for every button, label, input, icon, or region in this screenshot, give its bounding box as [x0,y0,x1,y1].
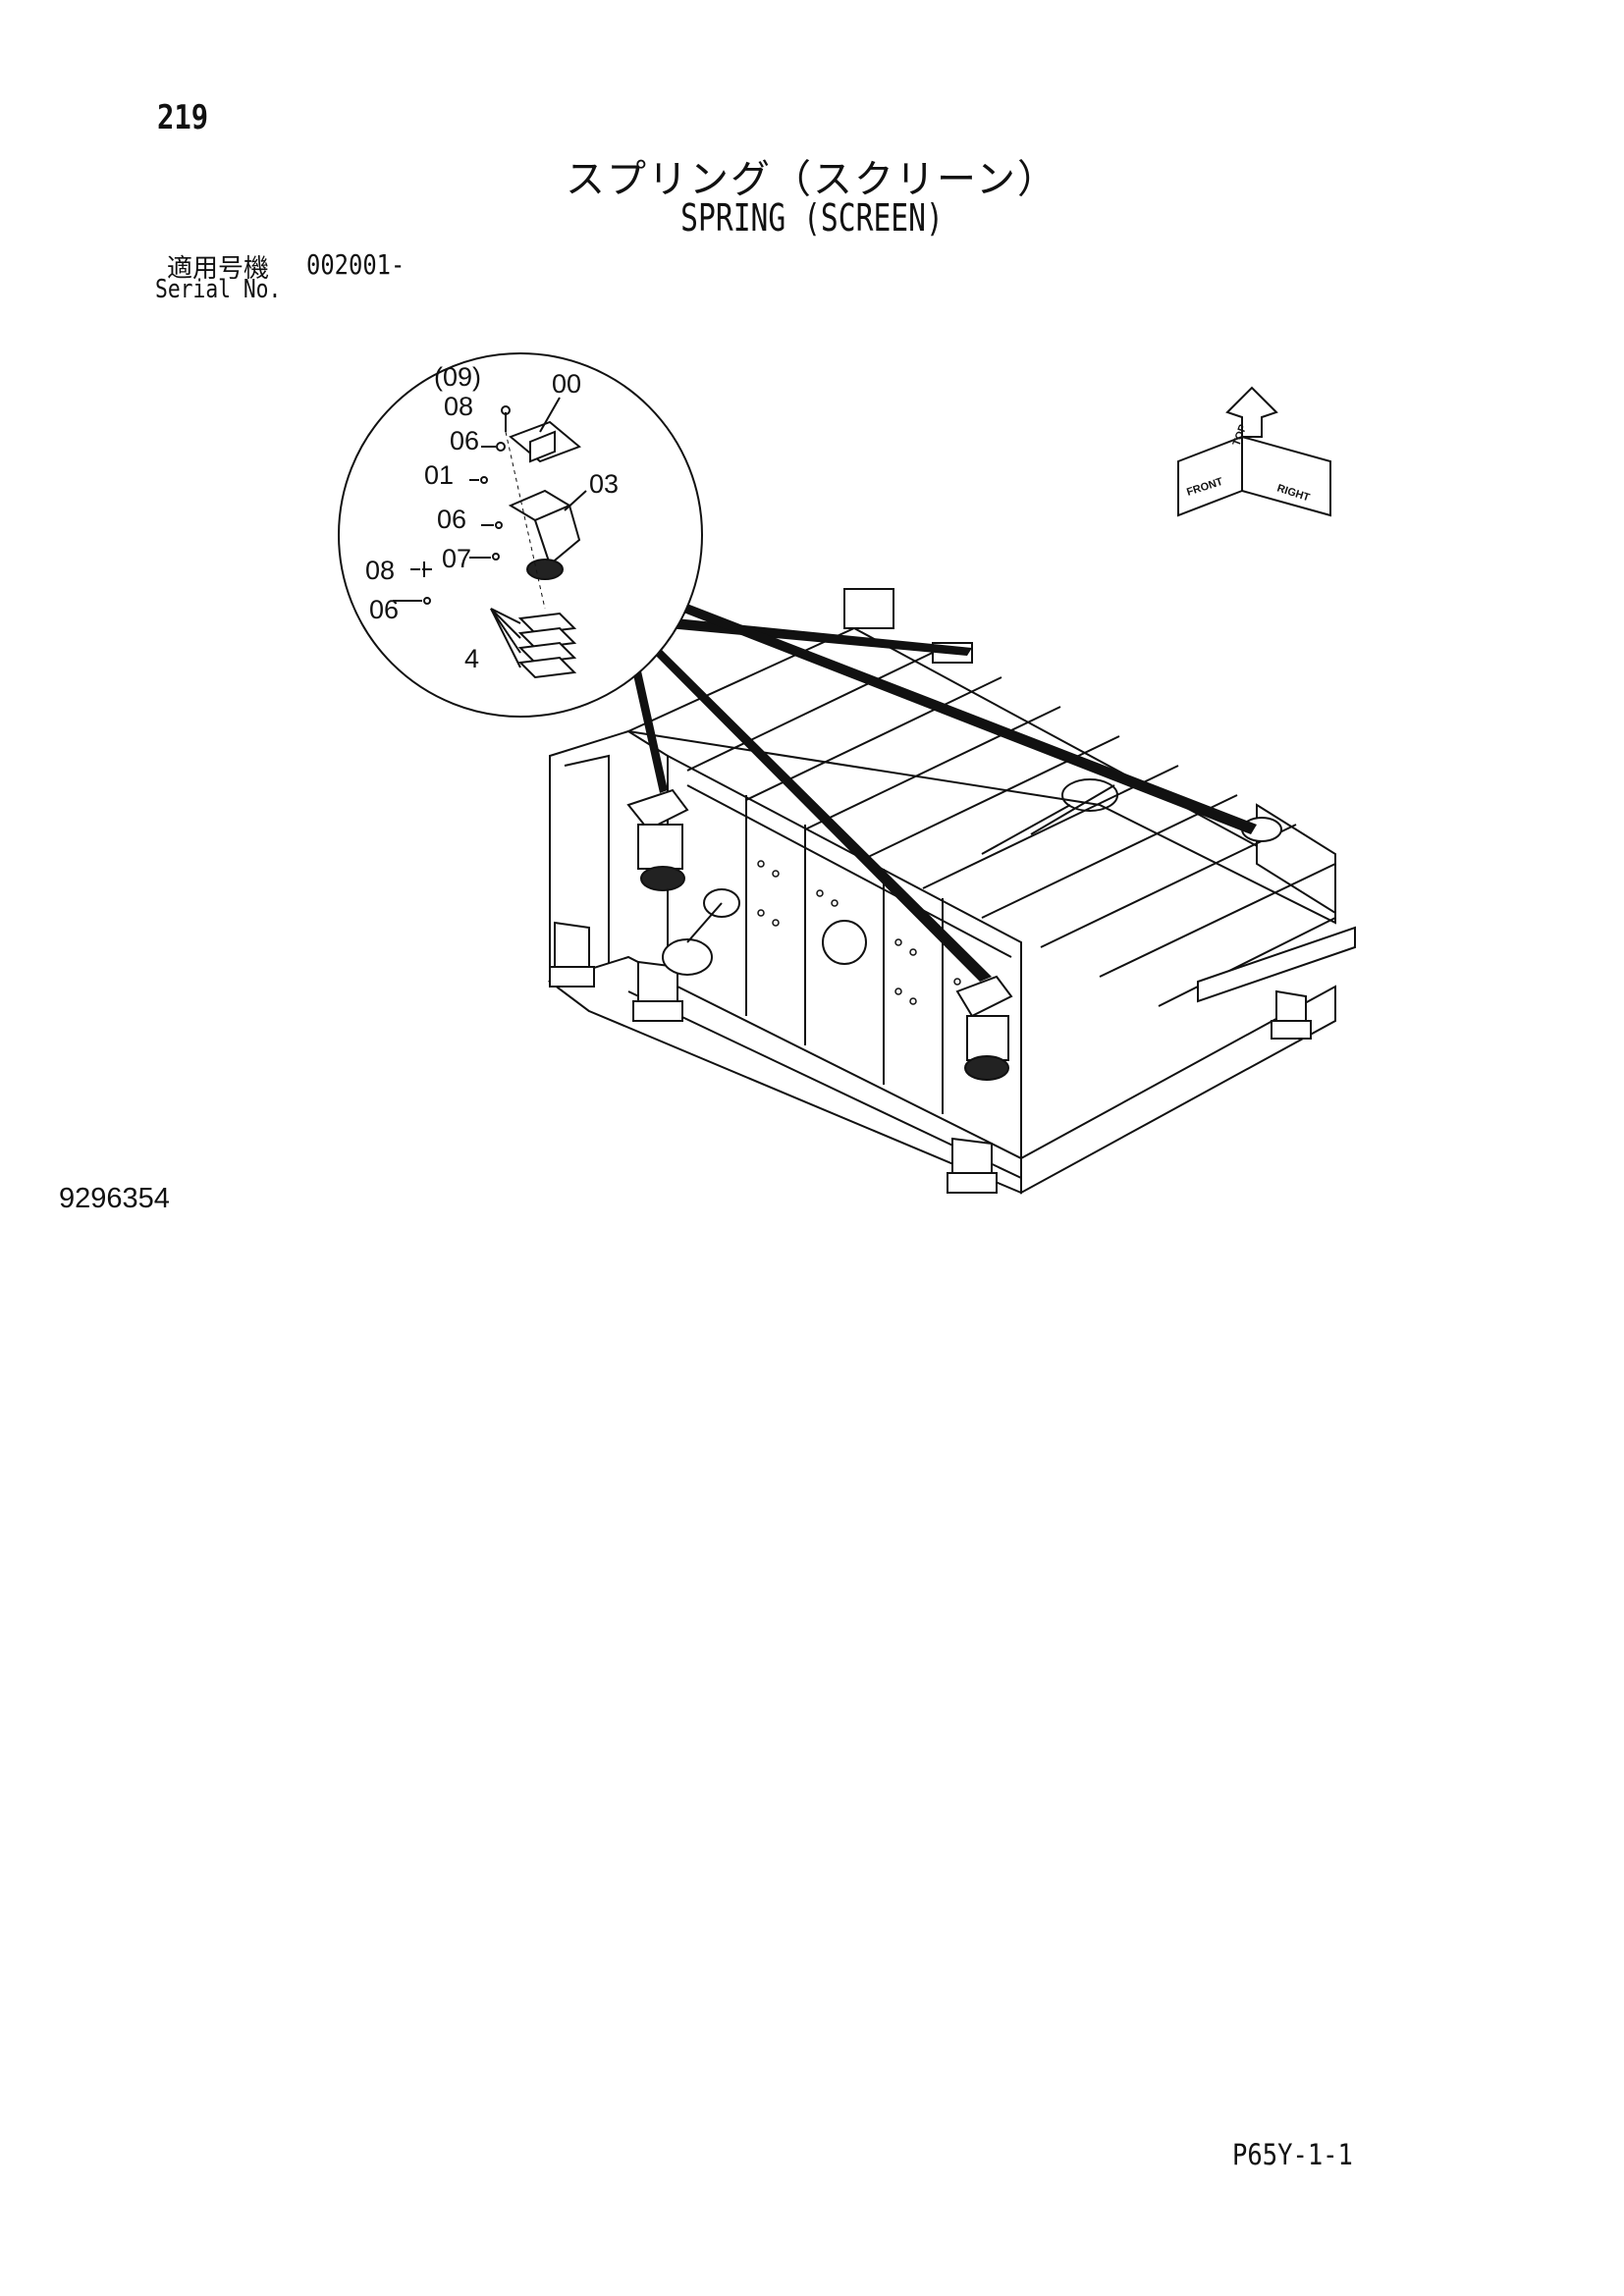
callout-label: 06 [369,595,399,624]
callout-label: 03 [589,469,619,499]
page-title-english: SPRING (SCREEN) [680,196,944,240]
callout-label: (09) [434,362,481,392]
callout-label: 01 [424,460,454,490]
page-code: P65Y-1-1 [1232,2138,1353,2171]
callout-label: 08 [444,392,473,421]
orientation-cube-icon [1177,386,1331,517]
detail-leader-lines [628,601,1257,982]
detail-circle [338,352,703,718]
callout-label: 06 [437,505,466,534]
callout-labels: (09) 00 08 06 01 03 06 07 08 06 4 [365,362,619,673]
callout-label: 06 [450,426,479,455]
callout-label: 00 [552,369,581,399]
serial-label-japanese: 適用号機 [167,254,270,284]
callout-label: 4 [464,644,479,673]
callout-label: 07 [442,544,471,573]
page-title-japanese: スプリング（スクリーン） [566,157,1058,202]
spring-assembly-right [955,975,1013,1081]
spring-assembly-left [626,788,689,891]
callout-label: 08 [365,556,395,585]
serial-value: 002001- [306,248,406,281]
serial-label-english: Serial No. [155,275,282,304]
detail-parts [393,397,587,679]
figure-number: 9296354 [59,1183,170,1214]
screen-frame-drawing [547,588,1356,1195]
page-number: 219 [157,98,209,137]
